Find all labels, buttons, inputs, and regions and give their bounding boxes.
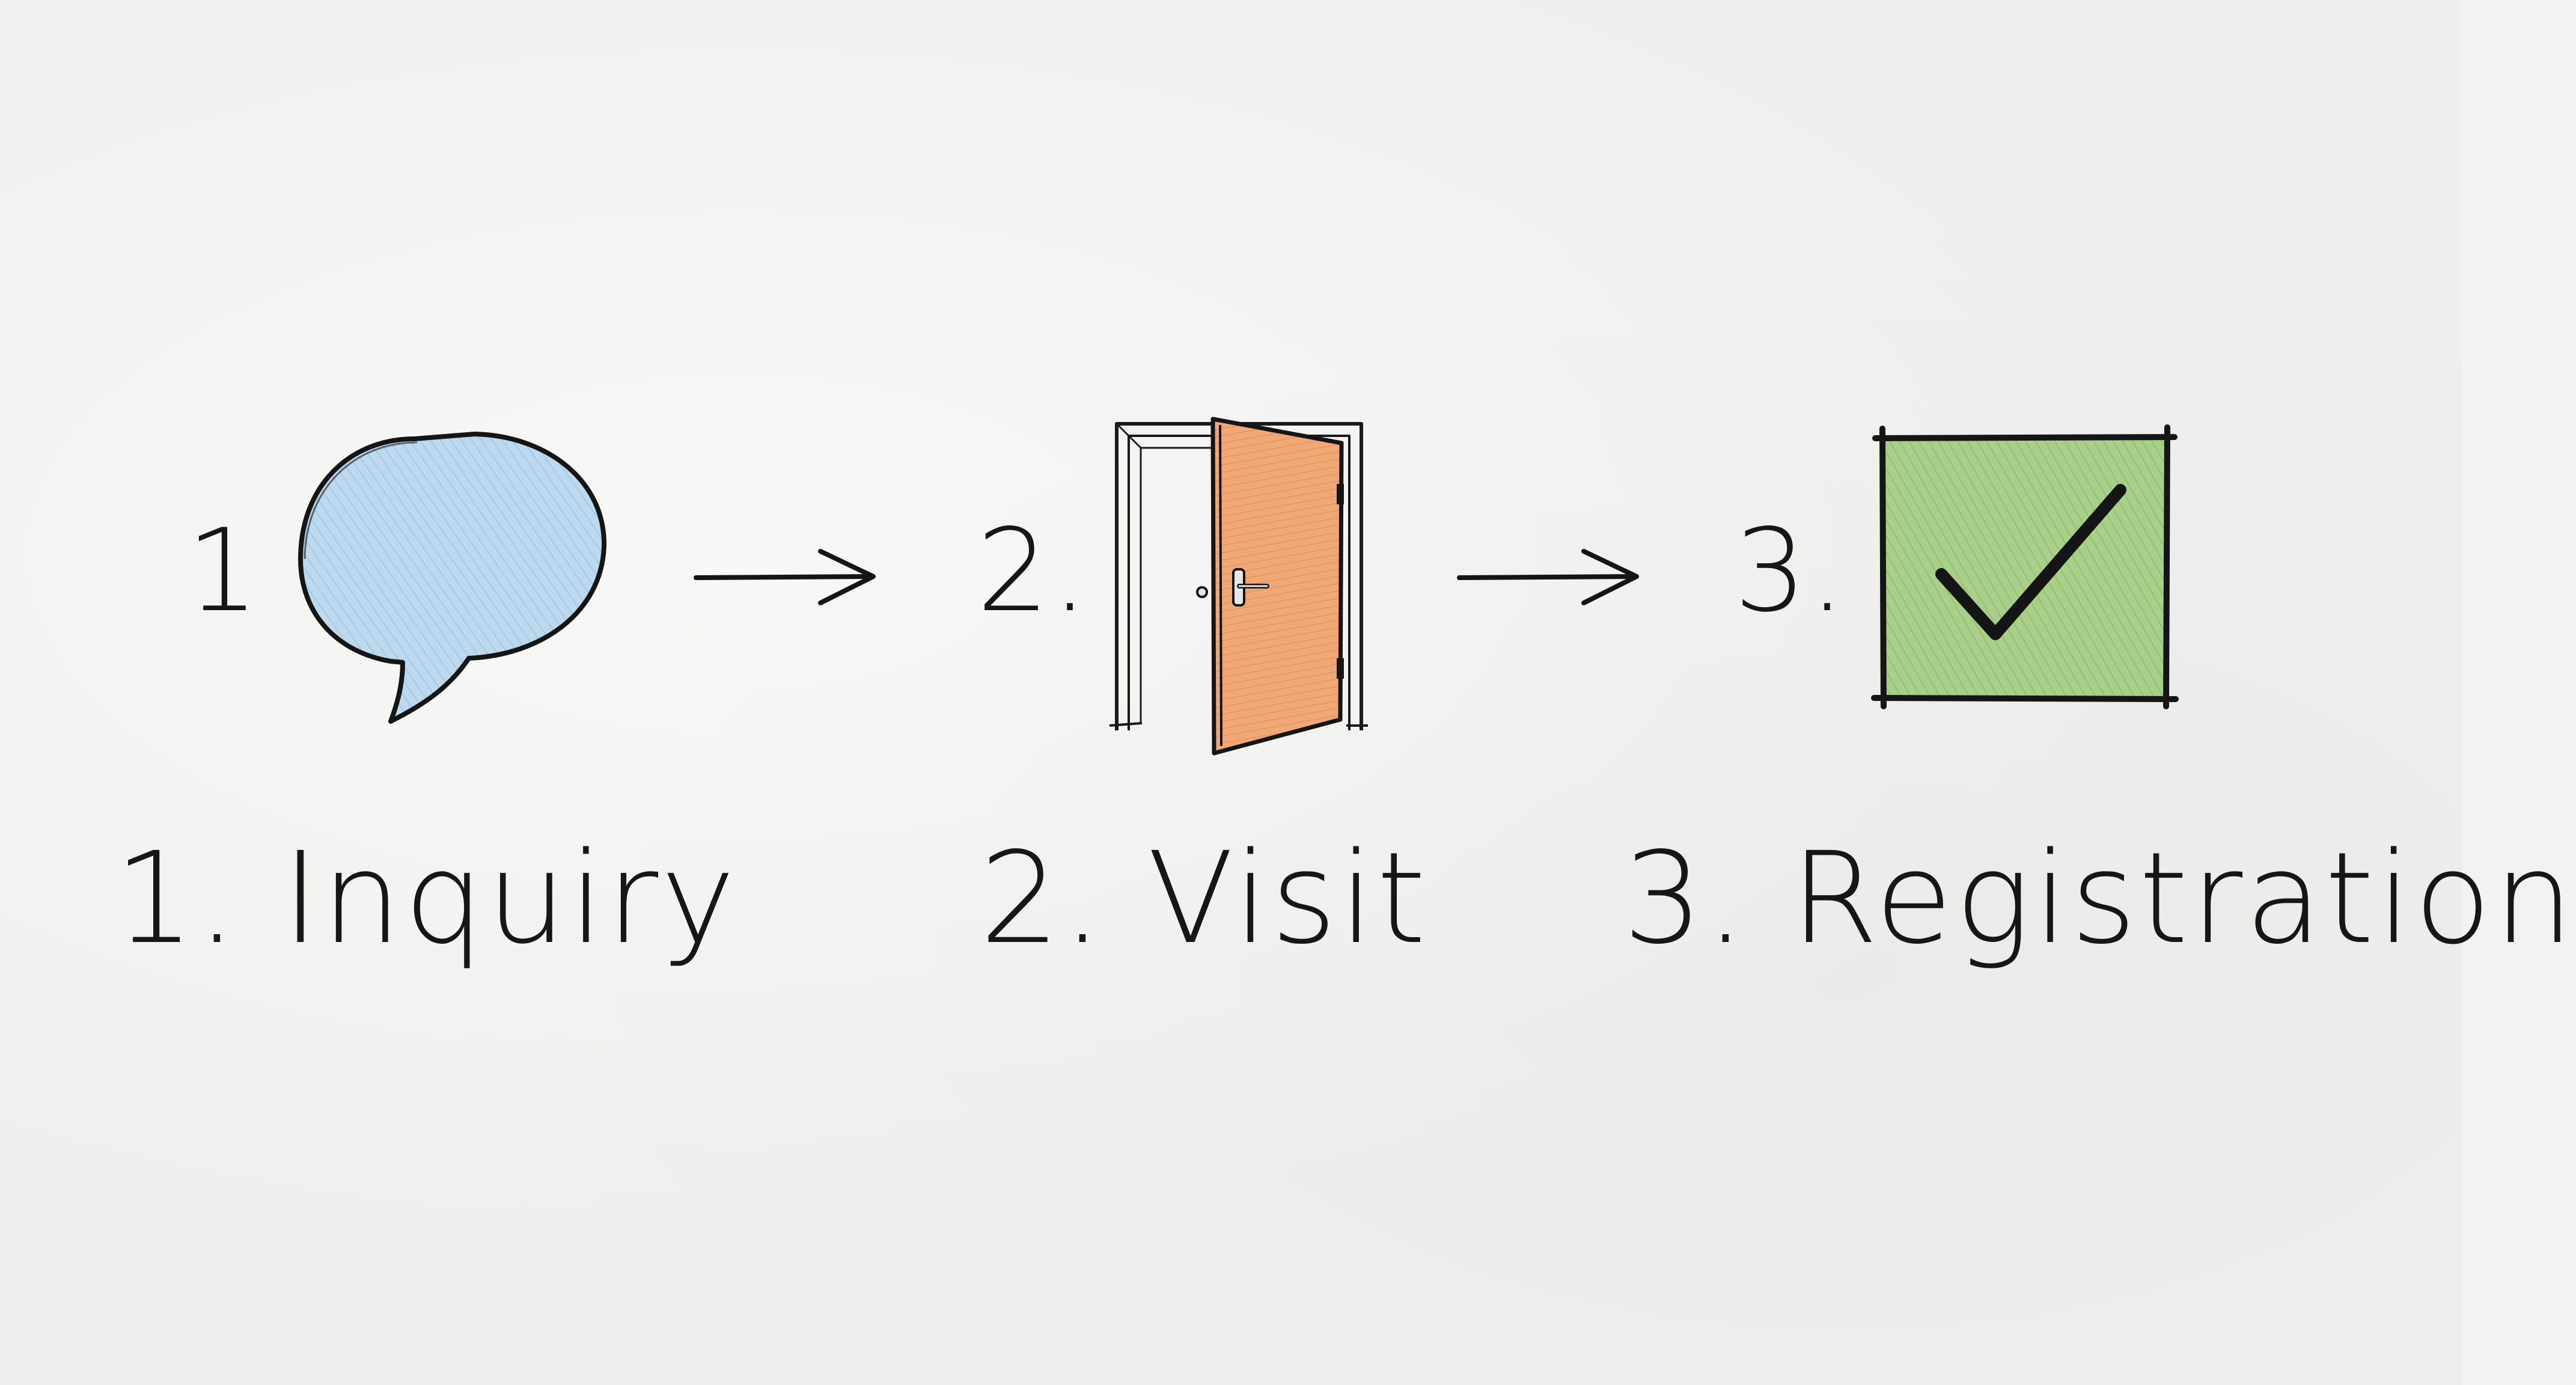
arrow-right-icon	[694, 549, 876, 605]
step-2-label: 2. Visit	[980, 825, 1429, 972]
speech-bubble-icon	[298, 432, 607, 724]
step-1-label: 1. Inquiry	[114, 825, 738, 972]
arrow-right-icon	[1457, 549, 1639, 605]
checkbox-check-icon	[1871, 424, 2179, 709]
step-1-number: 1	[186, 504, 261, 637]
open-door-icon	[1109, 417, 1368, 756]
step-2-number: 2.	[977, 504, 1091, 637]
step-3-number: 3.	[1734, 504, 1848, 637]
step-3-label: 3. Registration	[1623, 825, 2576, 972]
